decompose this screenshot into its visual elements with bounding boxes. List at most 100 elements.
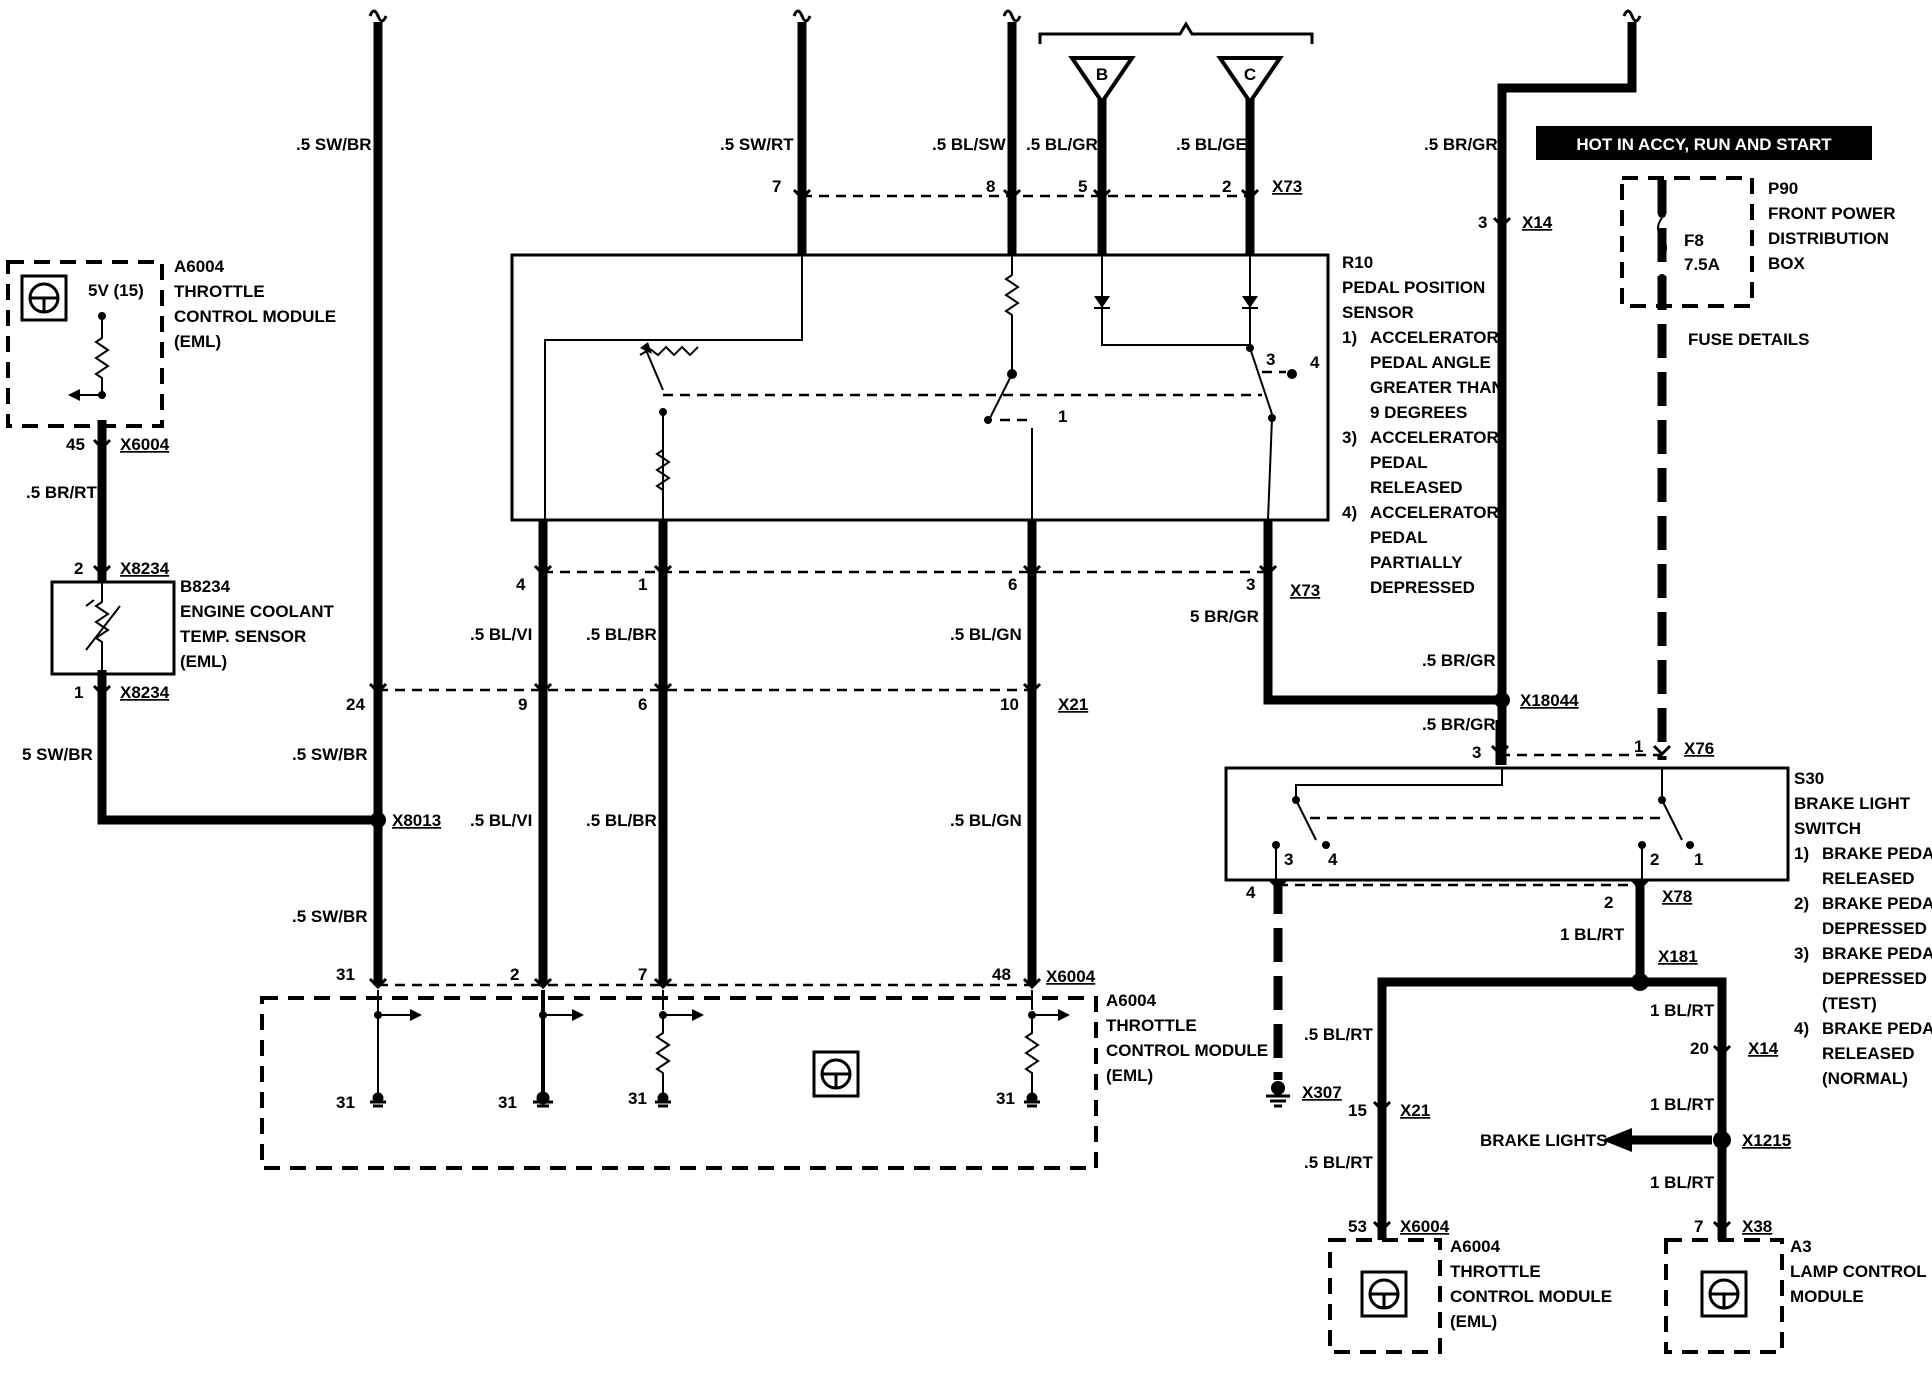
- a6004-br-line3: (EML): [1450, 1312, 1497, 1331]
- svg-text:53: 53: [1348, 1217, 1367, 1236]
- svg-text:6: 6: [1008, 575, 1017, 594]
- svg-text:6: 6: [638, 695, 647, 714]
- a3-module: [1664, 1238, 1784, 1354]
- s30-line1: BRAKE LIGHT: [1794, 794, 1911, 813]
- r10-switch-label-3: 3: [1266, 350, 1275, 369]
- svg-text:.5 BL/BR: .5 BL/BR: [586, 811, 657, 830]
- svg-text:9: 9: [518, 695, 527, 714]
- svg-text:X73: X73: [1290, 581, 1320, 600]
- svg-text:.5 BL/GE: .5 BL/GE: [1176, 135, 1247, 154]
- svg-text:BRAKE PEDAL: BRAKE PEDAL: [1822, 1019, 1932, 1038]
- svg-text:.5 BL/RT: .5 BL/RT: [1304, 1025, 1374, 1044]
- svg-text:X21: X21: [1400, 1101, 1430, 1120]
- svg-text:(NORMAL): (NORMAL): [1822, 1069, 1908, 1088]
- svg-text:RELEASED: RELEASED: [1822, 869, 1915, 888]
- svg-text:ACCELERATOR: ACCELERATOR: [1370, 328, 1499, 347]
- s30-switch-label-4: 4: [1328, 850, 1338, 869]
- b-label: B: [1096, 65, 1108, 84]
- svg-text:3): 3): [1342, 428, 1357, 447]
- svg-text:X6004: X6004: [1046, 967, 1096, 986]
- svg-text:RELEASED: RELEASED: [1822, 1044, 1915, 1063]
- svg-text:8: 8: [986, 177, 995, 196]
- a6004-bottom-line3: (EML): [1106, 1066, 1153, 1085]
- r10-switch-label-4: 4: [1310, 353, 1320, 372]
- svg-text:9 DEGREES: 9 DEGREES: [1370, 403, 1467, 422]
- r10-line2: SENSOR: [1342, 303, 1414, 322]
- r10-notes: 1) ACCELERATOR PEDAL ANGLE GREATER THAN …: [1342, 328, 1504, 597]
- svg-text:3): 3): [1794, 944, 1809, 963]
- svg-text:X6004: X6004: [120, 435, 170, 454]
- svg-text:1 BL/RT: 1 BL/RT: [1650, 1001, 1715, 1020]
- svg-text:BRAKE PEDAL: BRAKE PEDAL: [1822, 844, 1932, 863]
- a6004-bottom-line2: CONTROL MODULE: [1106, 1041, 1268, 1060]
- svg-text:1 BL/RT: 1 BL/RT: [1650, 1173, 1715, 1192]
- svg-text:7: 7: [638, 965, 647, 984]
- a6004-top-line3: (EML): [174, 332, 221, 351]
- svg-text:20: 20: [1690, 1039, 1709, 1058]
- svg-text:X8234: X8234: [120, 683, 170, 702]
- svg-text:GREATER THAN: GREATER THAN: [1370, 378, 1504, 397]
- c-label: C: [1244, 65, 1256, 84]
- pin-numbers: 7 8 5 2 3 45 2 1 4 1 6 3 24 9 6 10 31 2 …: [66, 177, 1709, 1236]
- b8234-name: B8234: [180, 577, 231, 596]
- connector-chevrons: [92, 188, 1732, 1233]
- svg-text:BRAKE PEDAL: BRAKE PEDAL: [1822, 944, 1932, 963]
- svg-text:PEDAL ANGLE: PEDAL ANGLE: [1370, 353, 1491, 372]
- s30-switch-label-1: 1: [1694, 850, 1703, 869]
- svg-text:PARTIALLY: PARTIALLY: [1370, 553, 1463, 572]
- svg-text:X6004: X6004: [1400, 1217, 1450, 1236]
- svg-text:4: 4: [516, 575, 526, 594]
- svg-text:X76: X76: [1684, 739, 1714, 758]
- svg-text:(TEST): (TEST): [1822, 994, 1877, 1013]
- svg-text:7: 7: [772, 177, 781, 196]
- a6004-top-name: A6004: [174, 257, 225, 276]
- wires: [97, 22, 1727, 1240]
- svg-text:48: 48: [992, 965, 1011, 984]
- svg-text:1): 1): [1342, 328, 1357, 347]
- b8234-line3: (EML): [180, 652, 227, 671]
- r10-name: R10: [1342, 253, 1373, 272]
- splice-dots: [370, 692, 1731, 1149]
- svg-text:2: 2: [510, 965, 519, 984]
- p90-name: P90: [1768, 179, 1798, 198]
- b8234-line2: TEMP. SENSOR: [180, 627, 306, 646]
- svg-text:.5 BR/GR: .5 BR/GR: [1422, 715, 1496, 734]
- svg-text:31: 31: [498, 1093, 517, 1112]
- r10-line1: PEDAL POSITION: [1342, 278, 1485, 297]
- svg-text:.5 SW/RT: .5 SW/RT: [720, 135, 794, 154]
- svg-text:.5 SW/BR: .5 SW/BR: [296, 135, 372, 154]
- svg-text:5 BR/GR: 5 BR/GR: [1190, 607, 1259, 626]
- b8234-line1: ENGINE COOLANT: [180, 602, 335, 621]
- a3-name: A3: [1790, 1237, 1812, 1256]
- a6004-br-line1: THROTTLE: [1450, 1262, 1541, 1281]
- svg-text:X14: X14: [1522, 213, 1553, 232]
- svg-text:PEDAL: PEDAL: [1370, 453, 1428, 472]
- svg-text:2: 2: [74, 559, 83, 578]
- svg-text:BRAKE PEDAL: BRAKE PEDAL: [1822, 894, 1932, 913]
- svg-text:.5 SW/BR: .5 SW/BR: [292, 907, 368, 926]
- svg-text:.5 BL/VI: .5 BL/VI: [470, 625, 532, 644]
- wire-labels: .5 SW/BR .5 SW/RT .5 BL/SW .5 BL/GR .5 B…: [22, 135, 1715, 1192]
- a6004-top-voltage: 5V (15): [88, 281, 144, 300]
- svg-text:7: 7: [1694, 1217, 1703, 1236]
- svg-text:X18044: X18044: [1520, 691, 1579, 710]
- a6004-br-module: [1328, 1238, 1442, 1354]
- svg-text:4: 4: [1246, 883, 1256, 902]
- a6004-bottom-line1: THROTTLE: [1106, 1016, 1197, 1035]
- svg-text:ACCELERATOR: ACCELERATOR: [1370, 503, 1499, 522]
- svg-text:PEDAL: PEDAL: [1370, 528, 1428, 547]
- x307-ground: [1266, 1081, 1290, 1108]
- connector-labels: X73 X73 X14 X6004 X8234 X8234 X21 X8013 …: [120, 177, 1791, 1236]
- p90-line2: DISTRIBUTION: [1768, 229, 1889, 248]
- wire-end-squiggles: [368, 9, 1642, 23]
- p90-line3: BOX: [1768, 254, 1806, 273]
- svg-text:.5 BL/GN: .5 BL/GN: [950, 625, 1022, 644]
- b8234-sensor: [50, 580, 176, 676]
- banner-text: HOT IN ACCY, RUN AND START: [1576, 135, 1832, 154]
- svg-text:X8234: X8234: [120, 559, 170, 578]
- svg-text:24: 24: [346, 695, 365, 714]
- svg-text:3: 3: [1478, 213, 1487, 232]
- svg-text:X38: X38: [1742, 1217, 1772, 1236]
- p90-line1: FRONT POWER: [1768, 204, 1896, 223]
